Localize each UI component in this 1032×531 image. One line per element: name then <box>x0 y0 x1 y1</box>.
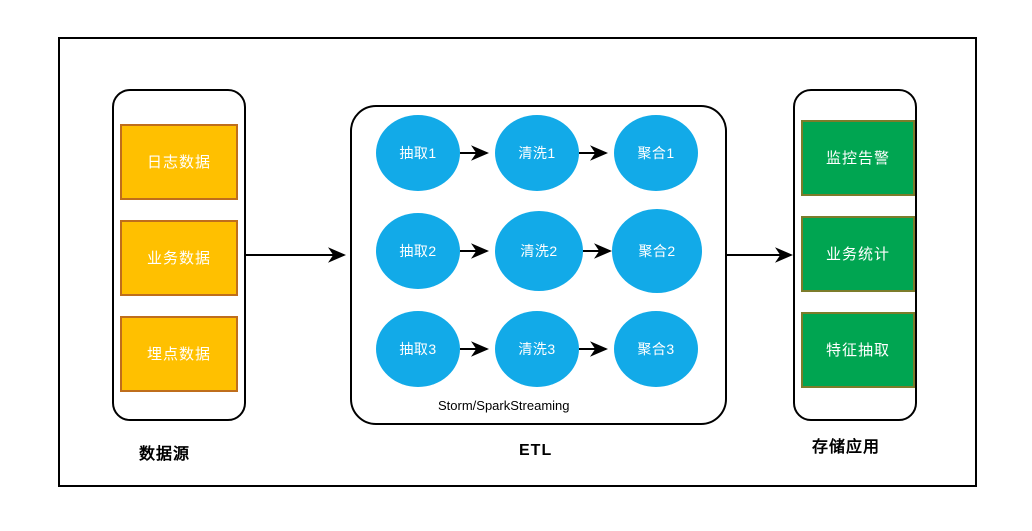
etl-stage-aggregate-1[interactable]: 聚合1 <box>614 115 698 191</box>
sink-group-caption: 存储应用 <box>812 439 881 456</box>
sink-card-feature-extraction[interactable]: 特征抽取 <box>801 312 915 388</box>
arrow-clean-to-aggregate-1 <box>579 145 608 161</box>
arrow-clean-to-aggregate-3 <box>579 341 608 357</box>
arrow-source-to-etl <box>246 247 346 263</box>
etl-engine-label: Storm/SparkStreaming <box>438 398 570 413</box>
arrow-extract-to-clean-2 <box>460 243 489 259</box>
etl-stage-extract-1[interactable]: 抽取1 <box>376 115 460 191</box>
etl-stage-aggregate-3[interactable]: 聚合3 <box>614 311 698 387</box>
etl-stage-extract-2[interactable]: 抽取2 <box>376 213 460 289</box>
source-card-business[interactable]: 业务数据 <box>120 220 238 296</box>
sink-card-business-stats[interactable]: 业务统计 <box>801 216 915 292</box>
etl-stage-aggregate-2[interactable]: 聚合2 <box>612 209 702 293</box>
arrow-clean-to-aggregate-2 <box>583 243 612 259</box>
sink-card-monitoring-alert[interactable]: 监控告警 <box>801 120 915 196</box>
source-card-log[interactable]: 日志数据 <box>120 124 238 200</box>
etl-group-caption: ETL <box>519 442 553 459</box>
etl-stage-clean-3[interactable]: 清洗3 <box>495 311 579 387</box>
arrow-extract-to-clean-1 <box>460 145 489 161</box>
etl-stage-extract-3[interactable]: 抽取3 <box>376 311 460 387</box>
arrow-extract-to-clean-3 <box>460 341 489 357</box>
arrow-etl-to-sink <box>727 247 793 263</box>
source-group-caption: 数据源 <box>139 446 191 463</box>
etl-stage-clean-2[interactable]: 清洗2 <box>495 211 583 291</box>
etl-stage-clean-1[interactable]: 清洗1 <box>495 115 579 191</box>
source-card-tracking[interactable]: 埋点数据 <box>120 316 238 392</box>
